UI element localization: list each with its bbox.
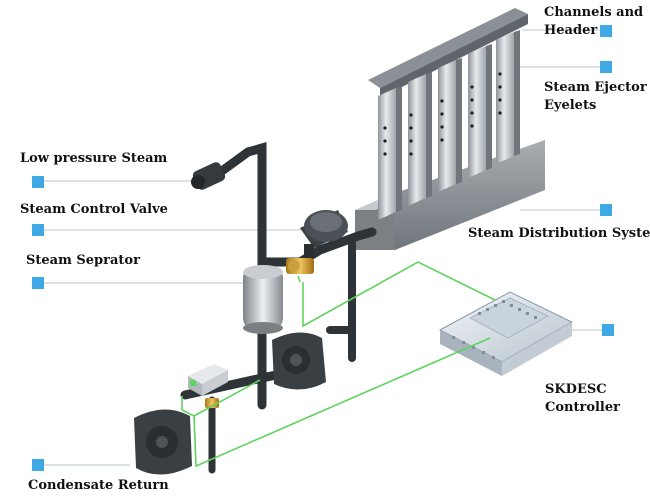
label-skdesc-line1: SKDESC bbox=[545, 382, 607, 397]
steam-channels bbox=[378, 30, 520, 220]
label-steam-ejector-eyelets: Steam Ejector Eyelets bbox=[544, 79, 647, 115]
marker-steam-control-valve bbox=[32, 224, 44, 236]
label-channels-header: Channels and Header bbox=[544, 4, 643, 40]
steam-control-valve bbox=[286, 210, 348, 274]
label-steam-distribution-system: Steam Distribution System bbox=[468, 226, 650, 241]
marker-channels-header bbox=[600, 25, 612, 37]
condensate-pumps bbox=[134, 332, 326, 475]
label-channels-header-line2: Header bbox=[544, 23, 598, 38]
label-condensate-return: Condensate Return bbox=[28, 478, 169, 493]
marker-steam-ejector-eyelets bbox=[600, 61, 612, 73]
low-pressure-steam-inlet bbox=[191, 162, 226, 190]
signal-wiring bbox=[181, 261, 496, 468]
marker-condensate-return bbox=[32, 459, 44, 471]
label-skdesc-controller: SKDESC Controller bbox=[545, 381, 620, 417]
label-channels-header-line1: Channels and bbox=[544, 5, 644, 20]
label-steam-control-valve: Steam Control Valve bbox=[20, 202, 168, 217]
label-steam-separator: Steam Seprator bbox=[26, 253, 140, 268]
skdesc-controller-unit bbox=[438, 291, 574, 376]
steam-ejector-eyelets bbox=[383, 72, 502, 156]
marker-skdesc-controller bbox=[602, 324, 614, 336]
drain-actuator bbox=[188, 364, 228, 408]
label-low-pressure-steam: Low pressure Steam bbox=[20, 151, 168, 166]
steam-distribution-unit bbox=[355, 8, 545, 250]
label-steam-ejector-line1: Steam Ejector bbox=[544, 80, 647, 95]
marker-steam-distribution-system bbox=[600, 204, 612, 216]
marker-low-pressure-steam bbox=[32, 176, 44, 188]
marker-steam-separator bbox=[32, 277, 44, 289]
steam-separator bbox=[243, 265, 283, 334]
label-skdesc-line2: Controller bbox=[545, 400, 620, 415]
label-steam-ejector-line2: Eyelets bbox=[544, 98, 597, 113]
